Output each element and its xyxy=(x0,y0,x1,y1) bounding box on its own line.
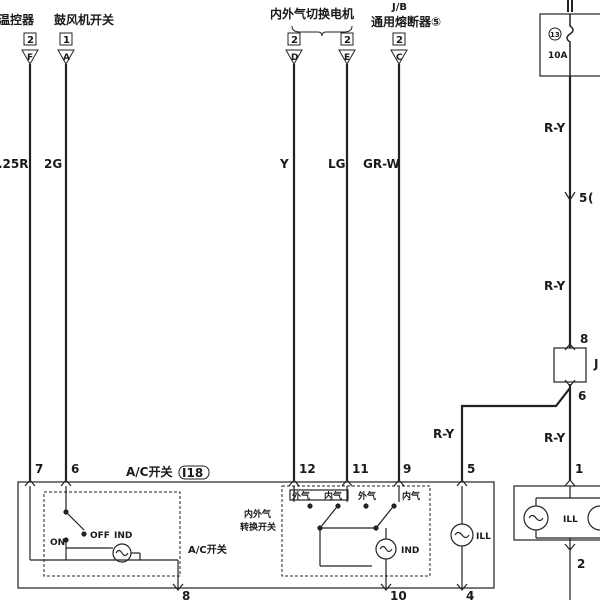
recirc-switch-circuit xyxy=(289,486,400,588)
pin-8-bottom: 8 xyxy=(182,589,190,600)
j-connector: 8 J 6 xyxy=(553,332,598,403)
jb-pin-8: 8 xyxy=(580,332,588,346)
pin-6: 6 xyxy=(71,462,79,476)
wire-color-ry-4: R-Y xyxy=(433,427,454,441)
connector-c: 2 C xyxy=(390,32,408,66)
recirc-motor-brace xyxy=(291,25,353,37)
pin-11: 11 xyxy=(352,462,369,476)
ac-switch-circuit xyxy=(29,486,179,588)
wire-color-e: LG xyxy=(328,157,346,171)
ill-label-2: ILL xyxy=(563,515,578,525)
connector-d-code: 2 xyxy=(291,35,298,46)
ac-switch-title: A/C开关 xyxy=(126,464,172,479)
wire-color-ry-2: R-Y xyxy=(544,279,565,293)
ac-off-label: OFF xyxy=(90,531,110,541)
ac-on-label: ON xyxy=(50,538,65,548)
panel-arrows xyxy=(24,479,576,487)
jb-label: J/B xyxy=(391,2,407,13)
pin-letter-a: A xyxy=(63,53,70,63)
connector-e: 2 E xyxy=(338,32,356,66)
connector-a-code: 1 xyxy=(63,35,70,46)
recirc-label-1: 内外气 xyxy=(244,508,271,520)
recirc-inside-1: 内气 xyxy=(324,490,342,502)
wire-color-a: 2G xyxy=(44,157,62,171)
recirc-motor-label: 内外气切换电机 xyxy=(270,6,354,21)
ill-lamp-2 xyxy=(523,486,600,600)
pin-4-bottom: 4 xyxy=(466,589,474,600)
connector-f-code: 2 xyxy=(27,35,34,46)
wire-ry-branch xyxy=(460,387,571,480)
ac-ind-label: IND xyxy=(114,531,132,541)
connector-f: 2 F xyxy=(21,32,39,66)
ac-switch-code: I18 xyxy=(182,466,203,480)
right-ill-panel xyxy=(513,485,600,541)
jb-letter: J xyxy=(593,357,598,371)
ac-switch-box xyxy=(43,491,181,577)
connector-c-code: 2 xyxy=(396,35,403,46)
recirc-inside-2: 内气 xyxy=(402,490,420,502)
ill-lamp-1 xyxy=(450,486,474,588)
connector-e-code: 2 xyxy=(344,35,351,46)
thermostat-label: 温控器 xyxy=(0,12,35,27)
ac-switch-label: A/C开关 xyxy=(188,543,227,556)
pin-12: 12 xyxy=(299,462,316,476)
jb-pin-5: 5 xyxy=(579,191,587,205)
recirc-outside-2: 外气 xyxy=(357,490,376,502)
pin-5: 5 xyxy=(467,462,475,476)
connector-a: 1 A xyxy=(57,32,75,66)
ill-label-1: ILL xyxy=(476,532,491,542)
bottom-arrows xyxy=(172,543,576,591)
jb-paren: ( xyxy=(588,191,593,205)
pin-10-bottom: 10 xyxy=(390,589,407,600)
recirc-switch-box xyxy=(281,485,431,577)
fuse-general-label: 通用熔断器⑤ xyxy=(371,14,441,29)
fuse-rating: 10A xyxy=(548,51,568,61)
pin-2-bottom: 2 xyxy=(577,557,585,571)
wire-color-d: Y xyxy=(279,157,289,171)
pin-letter-e: E xyxy=(344,53,350,63)
recirc-outside-1: 外气 xyxy=(291,490,310,502)
wire-color-f: .25R xyxy=(0,157,29,171)
pin-7: 7 xyxy=(35,462,43,476)
connector-d: 2 D xyxy=(285,32,303,66)
blower-switch-label: 鼓风机开关 xyxy=(54,12,114,27)
wire-color-ry-3: R-Y xyxy=(544,431,565,445)
recirc-label-2: 转换开关 xyxy=(240,521,276,533)
switch-panel xyxy=(17,481,495,589)
pin-9: 9 xyxy=(403,462,411,476)
pin-1: 1 xyxy=(575,462,583,476)
pin-letter-d: D xyxy=(291,53,298,63)
wire-color-ry-1: R-Y xyxy=(544,121,565,135)
fuse-number: 13 xyxy=(550,31,560,39)
jb-pin-6: 6 xyxy=(578,389,586,403)
wire-color-c: GR-W xyxy=(363,157,400,171)
pin-letter-f: F xyxy=(27,53,33,63)
fuse-block: 13 10A xyxy=(539,0,600,77)
pin-letter-c: C xyxy=(396,53,403,63)
recirc-ind-label: IND xyxy=(401,546,419,556)
